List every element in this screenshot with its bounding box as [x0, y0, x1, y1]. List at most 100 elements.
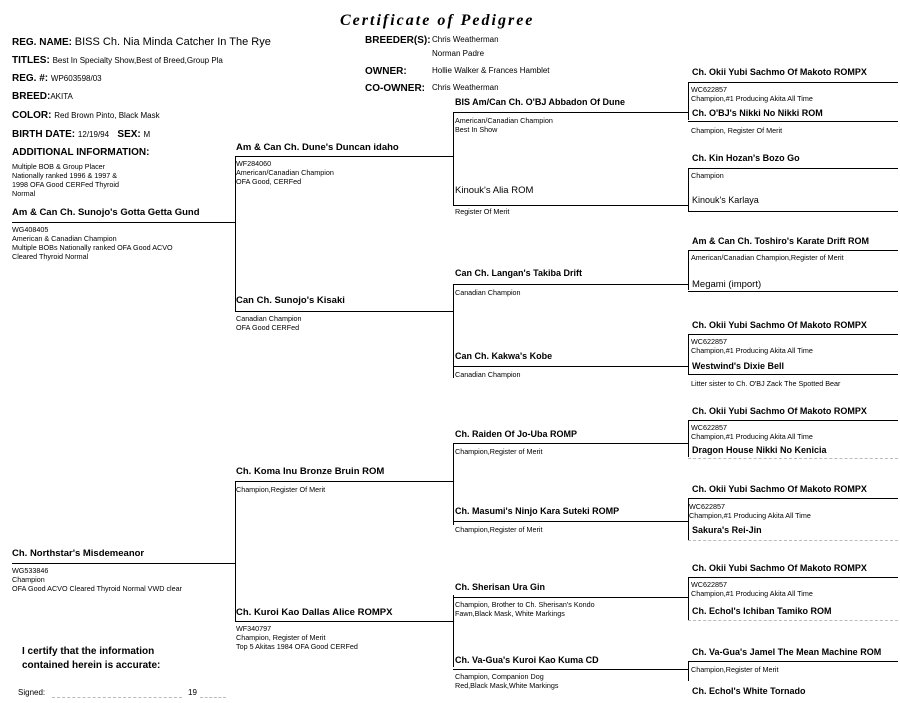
gen4-note: Litter sister to Ch. O'BJ Zack The Spott… — [691, 379, 841, 388]
reg-no-label: REG. #: — [12, 73, 49, 84]
gen4-name: Kinouk's Karlaya — [692, 195, 759, 205]
sire-note: Multiple BOBs Nationally ranked OFA Good… — [12, 243, 173, 252]
gen4-notes: Champion,Register of Merit — [691, 665, 778, 674]
year-line — [200, 697, 226, 698]
gen2-note: WF284060 — [236, 159, 272, 168]
gen4-name: Am & Can Ch. Toshiro's Karate Drift ROM — [692, 236, 869, 246]
gen4-name: Ch. Okii Yubi Sachmo Of Makoto ROMPX — [692, 67, 867, 77]
gen4-line — [688, 620, 898, 621]
birth-value: 12/19/94 — [77, 130, 110, 139]
gen3-line — [453, 669, 688, 670]
gen4-name: Westwind's Dixie Bell — [692, 361, 784, 371]
gen4-notes: WC622857 Champion,#1 Producing Akita All… — [691, 423, 813, 441]
gen4-note: WC622857 — [691, 423, 727, 432]
gen4-name: Ch. Okii Yubi Sachmo Of Makoto ROMPX — [692, 484, 867, 494]
gen2-note: Canadian Champion — [236, 314, 302, 323]
gen4-name: Ch. Echol's Ichiban Tamiko ROM — [692, 606, 832, 616]
reg-name-row: REG. NAME: BISS Ch. Nia Minda Catcher In… — [12, 36, 271, 48]
breed-label: BREED: — [12, 91, 51, 102]
breeder-1: Chris Weatherman — [432, 35, 499, 44]
gen4-note: Champion,#1 Producing Akita All Time — [691, 94, 813, 103]
gen3-note: Register Of Merit — [455, 207, 510, 216]
gen3-name: Can Ch. Kakwa's Kobe — [455, 351, 553, 361]
reg-no-value: WP603598/03 — [50, 74, 102, 83]
gen2-notes: WF340797 Champion, Register of Merit Top… — [236, 624, 358, 651]
gen4-line — [688, 291, 898, 292]
connector — [235, 156, 236, 312]
connector — [453, 443, 454, 525]
gen2-line — [235, 621, 453, 622]
gen2-note: Champion,Register Of Merit — [236, 485, 326, 494]
coowner-value: Chris Weatherman — [432, 83, 499, 92]
gen2-note: American/Canadian Champion — [236, 168, 334, 177]
addl-line: Multiple BOB & Group Placer — [12, 162, 106, 171]
gen4-name: Sakura's Rei-Jin — [692, 525, 762, 535]
gen4-note: Champion, Register Of Merit — [691, 126, 783, 135]
dam-name: Ch. Northstar's Misdemeanor — [12, 548, 145, 559]
gen3-notes: Register Of Merit — [455, 207, 509, 216]
gen4-notes: American/Canadian Champion,Register of M… — [691, 253, 844, 262]
gen4-line — [688, 420, 898, 421]
gen3-note: Fawn,Black Mask, White Markings — [455, 609, 565, 618]
gen4-name: Dragon House Nikki No Kenicia — [692, 445, 827, 455]
connector — [235, 481, 236, 621]
gen2-line — [235, 481, 453, 482]
gen4-note: Champion — [691, 171, 724, 180]
gen2-name: Ch. Koma Inu Bronze Bruin ROM — [236, 466, 385, 477]
gen3-name: Ch. Va-Gua's Kuroi Kao Kuma CD — [455, 655, 599, 665]
gen4-line — [688, 540, 898, 541]
addl-info: Multiple BOB & Group Placer Nationally r… — [12, 162, 119, 198]
addl-label: ADDITIONAL INFORMATION: — [12, 147, 150, 158]
gen2-name: Ch. Kuroi Kao Dallas Alice ROMPX — [236, 607, 393, 618]
dam-note: OFA Good ACVO Cleared Thyroid Normal VWD… — [12, 584, 183, 593]
dam-note: WG533846 — [12, 566, 49, 575]
dam-line — [12, 563, 236, 564]
reg-name-label: REG. NAME: — [12, 37, 72, 48]
gen4-line — [688, 374, 898, 375]
gen3-line — [453, 597, 688, 598]
gen3-note: Champion, Companion Dog — [455, 672, 544, 681]
gen3-note: Champion,Register of Merit — [455, 525, 543, 534]
sire-line — [12, 222, 236, 223]
gen3-notes: Canadian Champion — [455, 370, 521, 379]
gen4-notes: Champion, Register Of Merit — [691, 126, 782, 135]
gen4-note: Champion,#1 Producing Akita All Time — [691, 589, 813, 598]
gen2-name: Am & Can Ch. Dune's Duncan idaho — [236, 142, 399, 153]
gen4-line — [688, 250, 898, 251]
gen4-name: Ch. Okii Yubi Sachmo Of Makoto ROMPX — [692, 563, 867, 573]
gen4-line — [688, 498, 898, 499]
gen2-notes: Champion,Register Of Merit — [236, 485, 325, 494]
gen4-name: Ch. Echol's White Tornado — [692, 686, 806, 696]
connector — [688, 334, 689, 374]
gen4-line — [688, 121, 898, 122]
breeder-2: Norman Padre — [432, 49, 485, 58]
gen4-name: Megami (import) — [692, 279, 762, 290]
gen4-note: Champion,#1 Producing Akita All Time — [689, 511, 811, 520]
gen4-notes: Litter sister to Ch. O'BJ Zack The Spott… — [691, 379, 840, 388]
signed-label: Signed: — [18, 688, 46, 697]
gen3-notes: Canadian Champion — [455, 288, 521, 297]
gen3-line — [453, 443, 688, 444]
gen3-note: Red,Black Mask,White Markings — [455, 681, 559, 690]
sire-notes: WG408405 American & Canadian Champion Mu… — [12, 225, 173, 261]
gen4-notes: Champion — [691, 171, 724, 180]
connector — [688, 661, 689, 681]
gen2-notes: WF284060 American/Canadian Champion OFA … — [236, 159, 334, 186]
connector — [453, 112, 454, 205]
gen4-note: WC622857 — [691, 580, 727, 589]
connector — [688, 498, 689, 540]
gen2-line — [235, 311, 453, 312]
gen4-note: WC622857 — [691, 85, 727, 94]
gen4-line — [688, 211, 898, 212]
gen4-line — [688, 82, 898, 83]
gen4-notes: WC622857 Champion,#1 Producing Akita All… — [689, 502, 811, 520]
owner-label: OWNER: — [365, 66, 407, 77]
gen4-note: Champion,#1 Producing Akita All Time — [691, 432, 813, 441]
gen3-name: BIS Am/Can Ch. O'BJ Abbadon Of Dune — [455, 97, 625, 107]
gen3-notes: Champion,Register of Merit — [455, 447, 542, 456]
connector — [688, 82, 689, 120]
connector — [688, 168, 689, 211]
gen3-notes: American/Canadian Champion Best In Show — [455, 116, 553, 134]
gen4-line — [688, 334, 898, 335]
connector — [453, 595, 454, 667]
